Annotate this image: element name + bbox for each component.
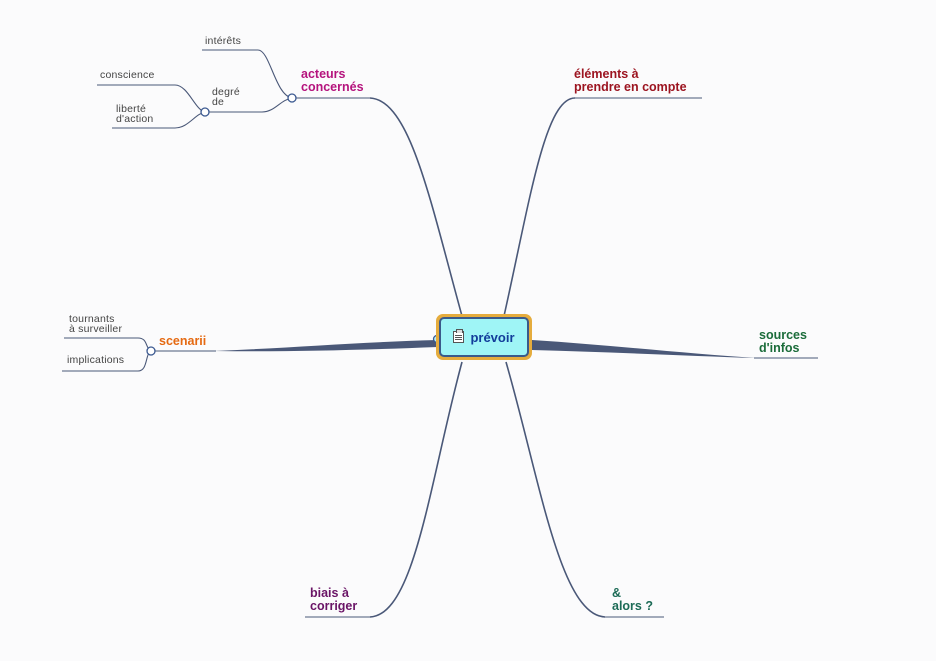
collapse-handle-acteurs[interactable] [287, 93, 297, 103]
root-node[interactable]: prévoir [436, 314, 532, 360]
note-icon [453, 329, 465, 343]
collapse-handle-scenarii[interactable] [146, 346, 156, 356]
sub-conscience-label[interactable]: conscience [100, 69, 155, 81]
edge-tournants [64, 337, 152, 352]
branch-alors-label[interactable]: & alors ? [612, 586, 653, 613]
edge-sources [532, 340, 756, 358]
edge-alors [505, 361, 606, 618]
sub-tournants-label[interactable]: tournants à surveiller [69, 313, 123, 335]
sub-interets-label[interactable]: intérêts [205, 35, 242, 47]
edge-biais [369, 361, 463, 618]
branch-sources-label[interactable]: sources d'infos [759, 328, 807, 355]
collapse-handle-degre[interactable] [200, 107, 210, 117]
sub-implications-label[interactable]: implications [67, 354, 125, 366]
branch-biais-label[interactable]: biais à corriger [310, 586, 358, 613]
root-label: prévoir [470, 329, 515, 345]
sub-degre-label[interactable]: degré de [212, 86, 240, 108]
edge-acteurs [369, 97, 463, 317]
sub-liberte-label[interactable]: liberté d'action [116, 103, 154, 125]
branch-elements-label[interactable]: éléments à prendre en compte [574, 67, 687, 94]
edge-elements [503, 97, 576, 317]
branch-scenarii-label[interactable]: scenarii [159, 334, 207, 348]
branch-acteurs-label[interactable]: acteurs concernés [301, 67, 364, 94]
edge-interets [202, 49, 293, 99]
root-node-inner: prévoir [439, 317, 529, 357]
edge-scenarii [214, 340, 438, 352]
